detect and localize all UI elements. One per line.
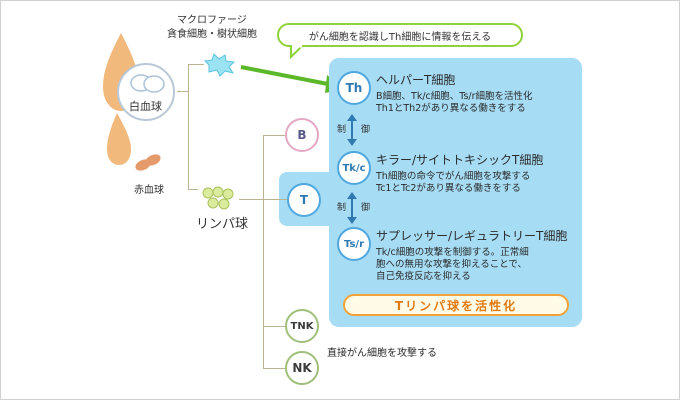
branch-line — [188, 64, 189, 189]
control-label: 制 — [337, 125, 347, 135]
branch-line — [177, 91, 188, 92]
speech-tail-icon — [290, 45, 305, 59]
tsr-cell-desc-line: 胞への無用な攻撃を抑えることで、 — [376, 259, 528, 270]
control-label: 御 — [361, 125, 371, 135]
control-label: 制 — [337, 203, 347, 213]
t-cell-badge: T — [287, 183, 321, 217]
th-cell-desc-line: Th1とTh2があり異なる働きをする — [376, 103, 526, 114]
tnk-cell-badge: TNK — [285, 309, 319, 343]
white-blood-cell-badge — [117, 63, 175, 121]
red-cell-icon — [135, 154, 161, 171]
branch-line — [263, 199, 287, 200]
nk-description: 直接がん細胞を攻撃する — [327, 348, 437, 359]
macrophage-label: マクロファージ — [177, 15, 247, 26]
tsr-cell-desc-line: Tk/c細胞の攻撃を制御する。正常細 — [376, 247, 529, 258]
speech-bubble: がん細胞を認識しTh細胞に情報を伝える — [277, 23, 523, 47]
activate-t-lymphocyte-banner: Tリンパ球を活性化 — [343, 294, 569, 316]
white-blood-cell-label: 白血球 — [129, 100, 162, 113]
lymphocyte-label: リンパ球 — [196, 217, 249, 232]
th-cell-desc-line: B細胞、Tk/c細胞、Ts/r細胞を活性化 — [376, 91, 533, 102]
branch-line — [263, 326, 285, 327]
branch-line — [263, 135, 285, 136]
b-cell-badge: B — [285, 118, 319, 152]
tkc-cell-title: キラー/サイトトキシックT細胞 — [376, 153, 544, 167]
tkc-cell-desc-line: Tc1とTc2があり異なる働きをする — [376, 183, 521, 194]
branch-line — [239, 199, 263, 200]
control-arrow-icon — [347, 192, 357, 224]
tsr-cell-badge: Ts/r — [337, 227, 371, 261]
nk-cell-badge: NK — [285, 351, 319, 385]
phagocyte-label: 貪食細胞・樹状細胞 — [167, 29, 257, 40]
red-blood-cell-label: 赤血球 — [134, 185, 164, 196]
control-label: 御 — [361, 203, 371, 213]
lymphocyte-icon — [202, 186, 234, 210]
th-cell-badge: Th — [337, 71, 371, 105]
white-cell-icon — [130, 74, 165, 93]
macrophage-icon — [203, 53, 236, 77]
control-arrow-icon — [347, 114, 357, 146]
branch-line — [263, 135, 264, 368]
branch-line — [263, 368, 285, 369]
tkc-cell-badge: Tk/c — [337, 151, 371, 185]
speech-text: がん細胞を認識しTh細胞に情報を伝える — [308, 31, 492, 43]
activate-text: Tリンパ球を活性化 — [394, 298, 518, 313]
tkc-cell-desc-line: Th細胞の命令でがん細胞を攻撃する — [376, 171, 531, 182]
branch-line — [188, 189, 198, 190]
t-cell-panel — [329, 58, 582, 327]
tsr-cell-desc-line: 自己免疫反応を抑える — [376, 271, 471, 282]
th-cell-title: ヘルパーT細胞 — [376, 73, 456, 87]
branch-line — [188, 64, 204, 65]
tsr-cell-title: サプレッサー/レギュラトリーT細胞 — [376, 229, 568, 243]
